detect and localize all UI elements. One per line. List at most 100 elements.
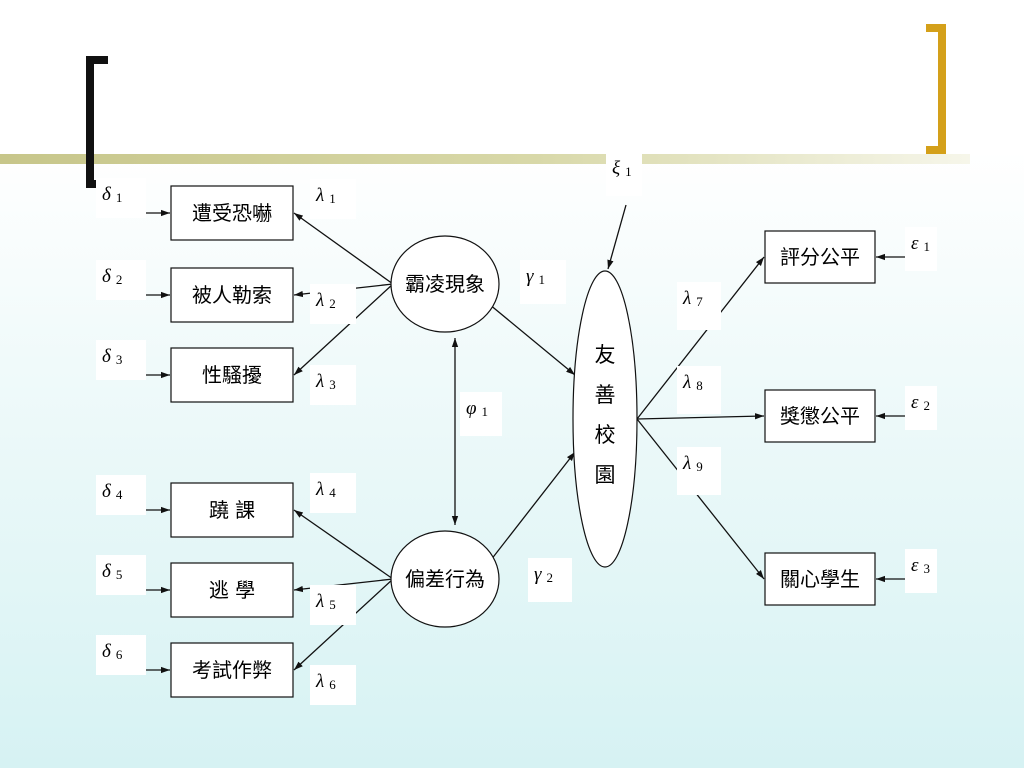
indicator-box-x3-frame	[170, 347, 294, 403]
error-label-y2-backdrop	[905, 386, 937, 430]
indicator-box-y3-frame	[764, 552, 876, 606]
path-arrow-deviance	[486, 451, 576, 566]
loading-arrow-y1	[636, 256, 765, 420]
indicator-box-x3: 性騷擾	[170, 347, 294, 403]
latent-friendly-campus-char: 善	[595, 383, 616, 407]
latent-deviance-label: 偏差行為	[405, 567, 485, 591]
error-label-x4-backdrop	[96, 475, 146, 515]
indicator-box-x6-frame	[170, 642, 294, 698]
indicator-box-x5: 逃 學	[170, 562, 294, 618]
loading-arrow-x3	[293, 283, 394, 376]
latent-bullying-label: 霸凌現象	[405, 272, 485, 296]
indicator-box-x4: 蹺 課	[170, 482, 294, 538]
error-label-x5-backdrop	[96, 555, 146, 595]
indicator-box-x3-label: 性騷擾	[202, 363, 262, 387]
loading-label-x2-backdrop	[310, 284, 356, 324]
indicator-box-x1-label: 遭受恐嚇	[192, 201, 272, 225]
error-label-y1-backdrop	[905, 227, 937, 271]
error-label-x2-backdrop	[96, 260, 146, 300]
loading-arrow-x1	[293, 212, 394, 285]
indicator-box-y3: 關心學生	[764, 552, 876, 606]
path-arrow-bullying	[488, 303, 576, 376]
right-bracket	[926, 24, 946, 154]
loading-label-y2-backdrop	[677, 366, 721, 414]
loading-label-x6-backdrop	[310, 665, 356, 705]
loading-arrow-y2	[636, 413, 765, 420]
indicator-box-x4-label: 蹺 課	[209, 498, 255, 522]
loading-label-x1-backdrop	[310, 179, 356, 219]
indicator-box-x5-frame	[170, 562, 294, 618]
latent-friendly-campus-ellipse	[572, 270, 638, 568]
error-label-y3-backdrop	[905, 549, 937, 593]
loading-label-x5-backdrop	[310, 585, 356, 625]
indicator-box-x5-label: 逃 學	[209, 578, 255, 602]
latent-bullying: 霸凌現象	[390, 235, 500, 333]
latent-friendly-campus-char: 友	[595, 343, 616, 367]
indicator-box-x1: 遭受恐嚇	[170, 185, 294, 241]
indicator-box-y2-frame	[764, 389, 876, 443]
indicator-box-x4-frame	[170, 482, 294, 538]
latent-deviance-ellipse	[390, 530, 500, 628]
title-rule-bar	[0, 154, 970, 164]
loading-label-y3-backdrop	[677, 447, 721, 495]
loading-label-y1-backdrop	[677, 282, 721, 330]
indicator-box-y2-label: 獎懲公平	[780, 404, 860, 428]
loading-label-x4-backdrop	[310, 473, 356, 513]
error-label-x6-backdrop	[96, 635, 146, 675]
loading-label-x3-backdrop	[310, 365, 356, 405]
loading-arrow-y3	[636, 418, 765, 580]
latent-friendly-campus-char: 校	[595, 423, 616, 447]
path-label-bullying-backdrop	[520, 260, 566, 304]
path-label-deviance-backdrop	[528, 558, 572, 602]
indicator-box-y1: 評分公平	[764, 230, 876, 284]
latent-friendly-campus-char: 園	[595, 463, 616, 487]
latent-bullying-ellipse	[390, 235, 500, 333]
disturbance-arrow	[607, 204, 627, 270]
indicator-box-x2-label: 被人勒索	[192, 283, 272, 307]
indicator-box-x2: 被人勒索	[170, 267, 294, 323]
indicator-box-y3-label: 關心學生	[780, 567, 860, 591]
indicator-box-y1-label: 評分公平	[780, 245, 860, 269]
